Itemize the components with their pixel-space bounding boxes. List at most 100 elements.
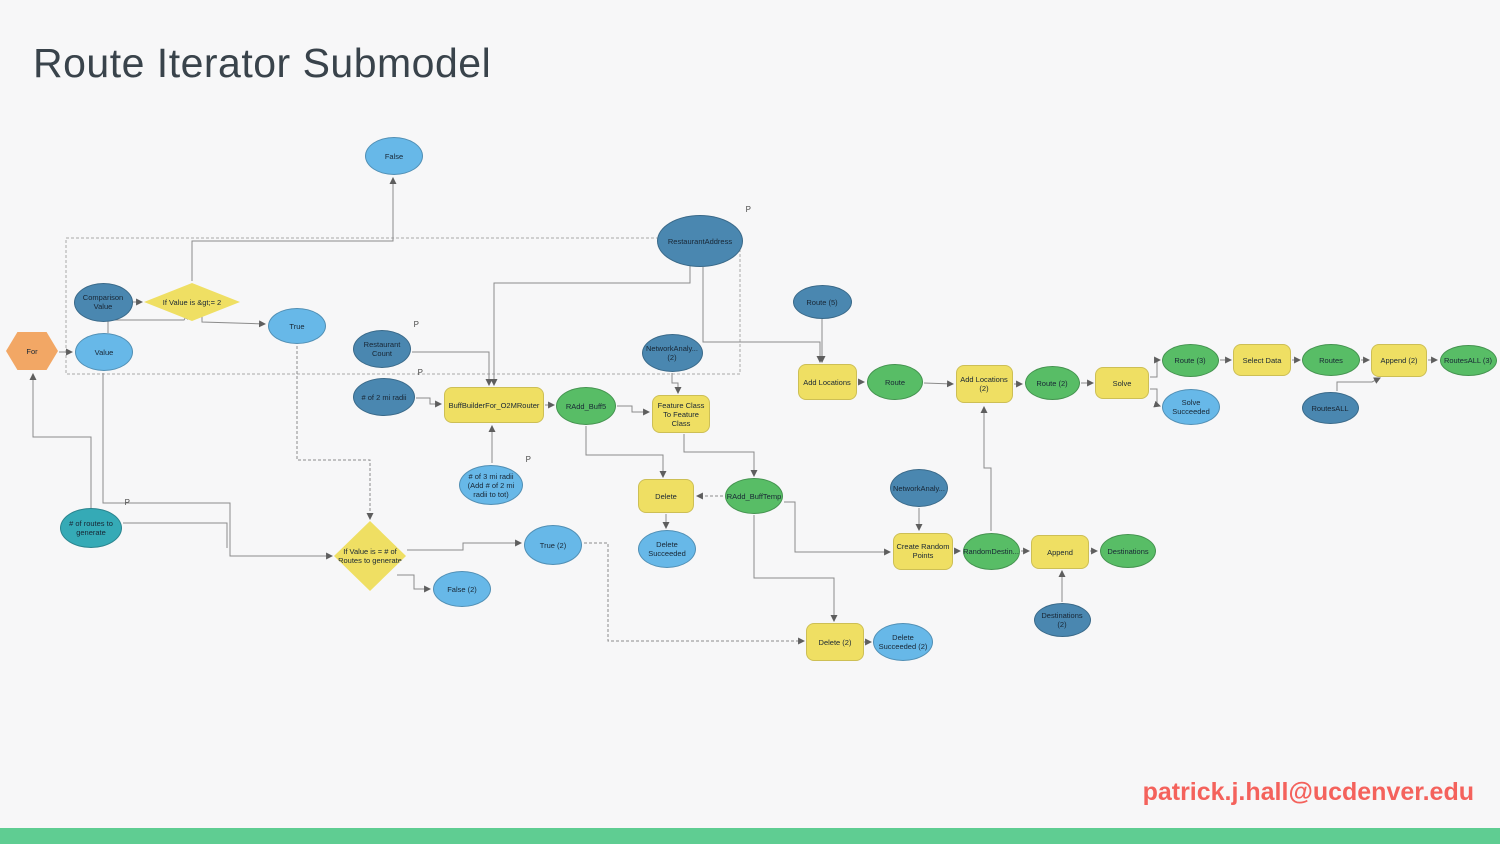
node-restaurant-count: Restaurant Count P: [353, 320, 419, 368]
connector: [1150, 356, 1162, 378]
connector: [102, 373, 334, 560]
node-route-5: Route (5): [792, 285, 852, 319]
parameter-marker: P: [413, 320, 419, 329]
node-label: Destinations (2): [1041, 611, 1083, 629]
node-label: Append: [1047, 547, 1073, 557]
node-label: Route (5): [806, 297, 838, 307]
node-label: Routes: [1319, 355, 1343, 365]
node-destinations-2: Destinations (2): [1033, 603, 1091, 637]
connector: [412, 351, 493, 387]
node-label: RoutesALL (3): [1443, 355, 1493, 365]
slide-title: Route Iterator Submodel: [33, 40, 492, 86]
node-label: NetworkAnaly... (2): [646, 344, 698, 362]
node-select-data: Select Data: [1233, 344, 1291, 376]
node-label: False: [384, 151, 404, 161]
node-label: Delete Succeeded: [648, 540, 686, 558]
connector: [1150, 388, 1161, 408]
node-label: Create Random Points: [896, 542, 950, 560]
node-label: # of 3 mi radii (Add # of 2 mi radii to …: [467, 471, 515, 499]
node-num-3mi-radii: # of 3 mi radii (Add # of 2 mi radii to …: [459, 455, 531, 505]
node-route: Route: [867, 364, 923, 400]
connector: [1336, 377, 1381, 391]
node-label: If Value is = # of Routes to generate: [338, 547, 402, 565]
node-route-3: Route (3): [1161, 343, 1219, 377]
connector: [407, 539, 523, 551]
node-label: Feature Class To Feature Class: [657, 400, 705, 428]
node-false: False: [365, 137, 423, 175]
node-label: Delete: [655, 491, 677, 501]
node-true: True: [268, 308, 326, 344]
node-label: False (2): [447, 584, 477, 594]
connector: [584, 542, 806, 645]
node-label: Restaurant Count: [363, 340, 401, 358]
parameter-marker: P: [525, 455, 531, 464]
node-comparison-value: Comparison Value: [73, 282, 133, 322]
node-create-random-points: Create Random Points: [893, 532, 953, 570]
parameter-marker: P: [745, 205, 751, 214]
node-label: RandomDestin...: [963, 546, 1019, 556]
node-routes: Routes: [1302, 344, 1360, 376]
node-solve-succeeded: Solve Succeeded: [1162, 389, 1220, 425]
node-true-2: True (2): [524, 525, 582, 565]
node-label: Destinations: [1107, 546, 1149, 556]
node-solve: Solve: [1095, 367, 1149, 399]
node-label: Comparison Value: [82, 293, 124, 311]
footer-accent-bar: [0, 828, 1500, 844]
node-delete: Delete: [638, 479, 694, 513]
node-restaurant-address: RestaurantAddress P: [657, 205, 751, 267]
node-add-locations: Add Locations: [797, 364, 857, 400]
connector: [585, 426, 667, 479]
node-delete-succeeded: Delete Succeeded: [638, 530, 696, 568]
connector: [617, 405, 651, 416]
node-false-2: False (2): [433, 571, 491, 607]
node-label: RAdd_Buff5: [565, 401, 607, 411]
node-append: Append: [1031, 535, 1089, 569]
node-label: Delete Succeeded (2): [878, 633, 928, 651]
node-label: BuffBuilderFor_O2MRouter: [448, 400, 540, 410]
connector: [416, 397, 443, 408]
node-num-2mi-radii: # of 2 mi radii P: [353, 368, 423, 416]
node-label: RAdd_BuffTemp: [726, 491, 782, 501]
node-label: # of routes to generate: [69, 519, 113, 537]
node-for-iterator: For: [6, 332, 58, 370]
node-label: True (2): [539, 540, 567, 550]
node-randomdestin: RandomDestin...: [962, 532, 1020, 570]
node-label: Route (2): [1036, 378, 1068, 388]
node-routesall-3: RoutesALL (3): [1439, 344, 1497, 376]
node-label: Value: [94, 347, 114, 357]
node-label: # of 2 mi radii: [361, 392, 407, 402]
node-radd-bufftemp: RAdd_BuffTemp: [725, 478, 783, 514]
node-radd-buff5: RAdd_Buff5: [556, 387, 616, 425]
connector: [784, 501, 892, 556]
node-delete-2: Delete (2): [806, 623, 864, 661]
parameter-marker: P: [417, 368, 423, 377]
node-label: Route (3): [1174, 355, 1206, 365]
node-append-2: Append (2): [1371, 343, 1427, 377]
connector: [923, 380, 955, 388]
node-buffbuilder: BuffBuilderFor_O2MRouter: [444, 387, 544, 423]
node-label: Route: [884, 377, 905, 387]
node-route-2: Route (2): [1024, 366, 1080, 400]
connector: [702, 267, 824, 364]
connector: [683, 434, 758, 478]
node-destinations: Destinations: [1100, 534, 1156, 568]
node-label: True: [289, 321, 305, 331]
node-label: Solve: [1112, 378, 1132, 388]
parameter-marker: P: [124, 498, 130, 507]
connector: [123, 522, 228, 548]
connector: [296, 346, 374, 521]
node-label: Add Locations: [803, 377, 851, 387]
connector: [29, 372, 92, 509]
connector: [980, 405, 992, 531]
node-num-routes-to-generate: # of routes to generate P: [60, 498, 130, 548]
node-networkanaly-2: NetworkAnaly... (2): [641, 334, 703, 372]
node-fc-to-fc: Feature Class To Feature Class: [652, 395, 710, 433]
node-label: RestaurantAddress: [667, 236, 733, 246]
node-label: If Value is &gt;= 2: [162, 297, 222, 307]
node-label: Select Data: [1242, 355, 1282, 365]
node-label: NetworkAnaly...: [893, 483, 945, 493]
node-label: For: [26, 346, 38, 356]
